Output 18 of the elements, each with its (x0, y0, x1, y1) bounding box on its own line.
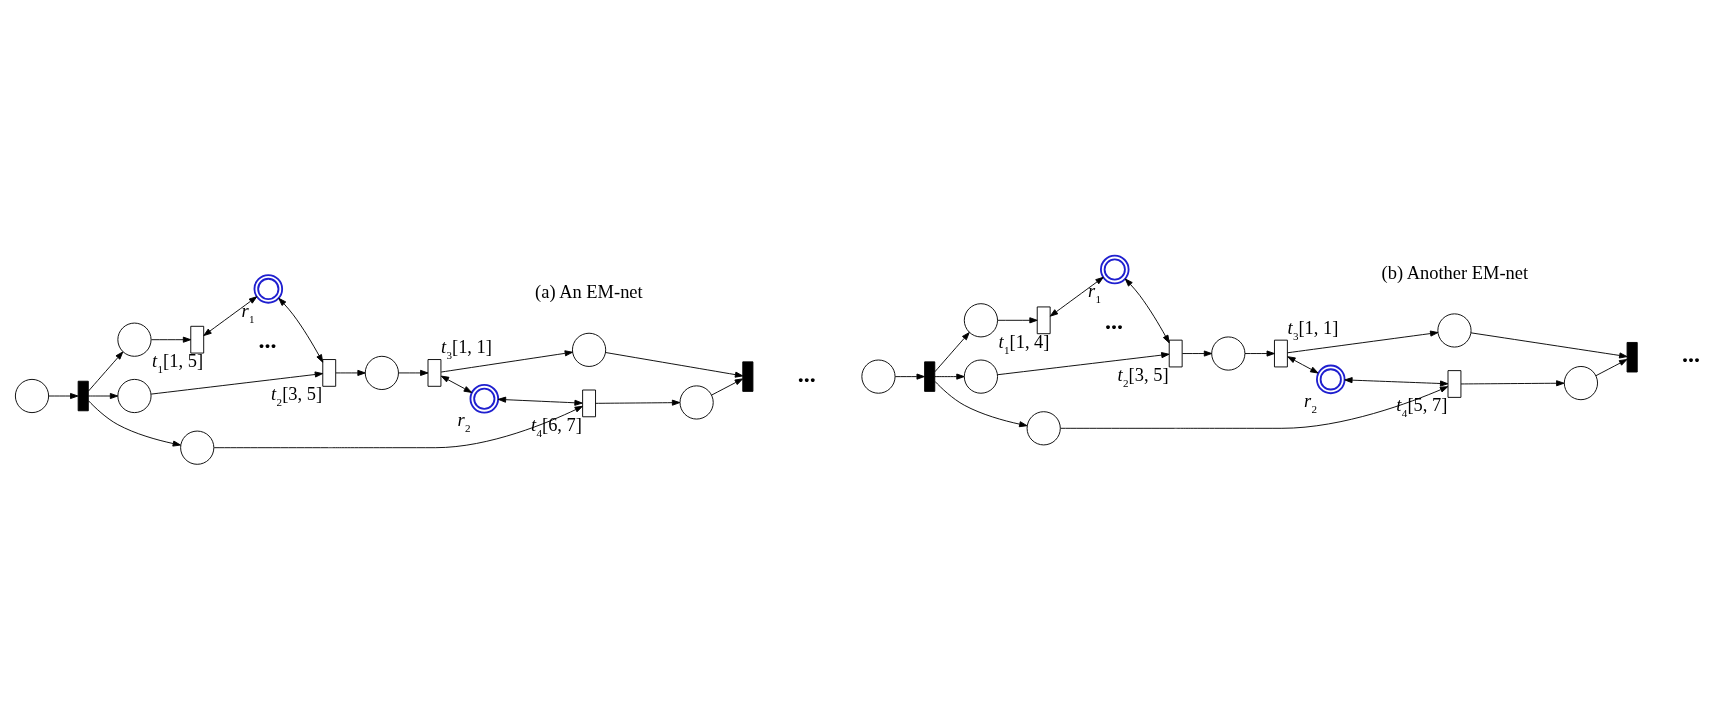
label: (b) Another EM-net (1381, 262, 1529, 283)
node-label: t$_{2}$[3, 5] (1117, 364, 1169, 389)
label: ... (797, 360, 816, 387)
node-label: t$_{1}$[1, 5] (152, 350, 204, 375)
node-label: r$_{1}$ (1088, 281, 1101, 306)
label: ... (258, 327, 277, 354)
node-label: t$_{4}$[5, 7] (1396, 395, 1448, 420)
node-label: r$_{2}$ (1304, 391, 1317, 416)
label: ... (1105, 307, 1124, 334)
node-label: t$_{3}$[1, 1] (440, 337, 492, 362)
label: ... (1682, 341, 1700, 368)
node-label: t$_{3}$[1, 1] (1287, 317, 1339, 342)
node-label: t$_{1}$[1, 4] (998, 331, 1050, 356)
node-label: t$_{4}$[6, 7] (530, 414, 582, 439)
node-label: r$_{2}$ (457, 410, 471, 435)
node-label: t$_{2}$[3, 5] (271, 384, 323, 409)
label: (a) An EM-net (535, 282, 643, 303)
node-label: r$_{1}$ (241, 300, 255, 325)
